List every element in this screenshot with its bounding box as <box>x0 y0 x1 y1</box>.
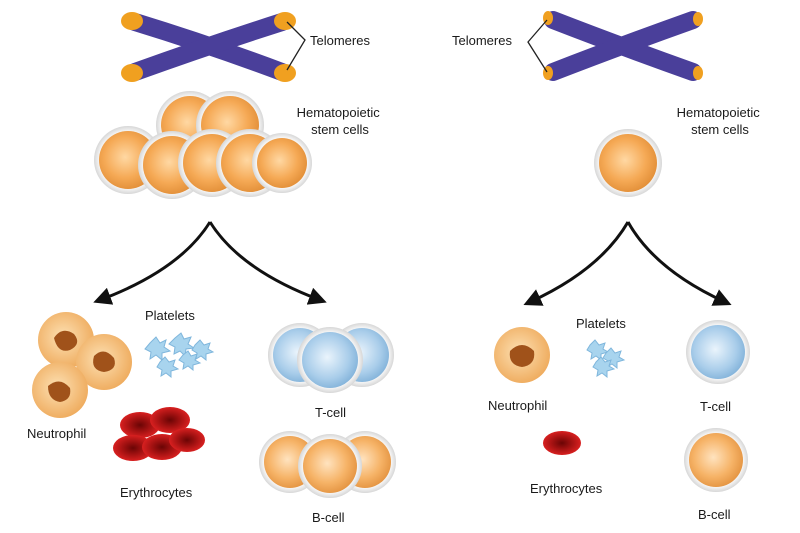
chromosome-long-telomeres <box>121 12 296 82</box>
t-cell-label: T-cell <box>315 405 346 420</box>
neutrophil-label: Neutrophil <box>27 426 86 441</box>
stem-cells-label: Hematopoietic stem cells <box>677 105 764 137</box>
neutrophil-group <box>32 312 132 418</box>
stem-cell-single <box>594 129 662 197</box>
right-panel: Telomeres Hematopoietic stem cells Neutr… <box>452 11 764 522</box>
differentiation-arrow-right <box>208 221 327 305</box>
platelets-label: Platelets <box>576 316 626 331</box>
differentiation-arrow-right <box>626 221 732 306</box>
erythrocyte-single <box>543 431 581 455</box>
telomere-cap <box>121 12 143 30</box>
telomere-cap <box>121 64 143 82</box>
neutrophil-label: Neutrophil <box>488 398 547 413</box>
t-cell-label: T-cell <box>700 399 731 414</box>
differentiation-arrow-left <box>93 221 212 305</box>
platelets-group <box>586 339 626 379</box>
telomere-pointer <box>527 19 548 73</box>
erythrocytes-label: Erythrocytes <box>530 481 603 496</box>
t-cell-single <box>686 320 750 384</box>
left-panel: Telomeres Hematopoietic stem cells <box>27 12 396 525</box>
b-cell-label: B-cell <box>698 507 731 522</box>
differentiation-arrow-left <box>523 221 630 306</box>
stem-cell-cluster <box>94 91 312 199</box>
telomeres-label: Telomeres <box>452 33 512 48</box>
telomeres-label: Telomeres <box>310 33 370 48</box>
erythrocytes-label: Erythrocytes <box>120 485 193 500</box>
telomere-pointer <box>286 21 306 71</box>
telomere-cap <box>274 64 296 82</box>
b-cell-label: B-cell <box>312 510 345 525</box>
b-cell-single <box>684 428 748 492</box>
neutrophil-single <box>494 327 550 383</box>
t-cell-group <box>268 323 394 393</box>
b-cell-group <box>259 431 396 498</box>
telomere-cap <box>693 66 703 80</box>
stem-cells-label: Hematopoietic stem cells <box>297 105 384 137</box>
platelets-label: Platelets <box>145 308 195 323</box>
platelets-group <box>144 332 215 379</box>
chromosome-short-telomeres <box>543 11 703 81</box>
telomere-cap <box>693 12 703 26</box>
erythrocyte-group <box>113 407 205 461</box>
